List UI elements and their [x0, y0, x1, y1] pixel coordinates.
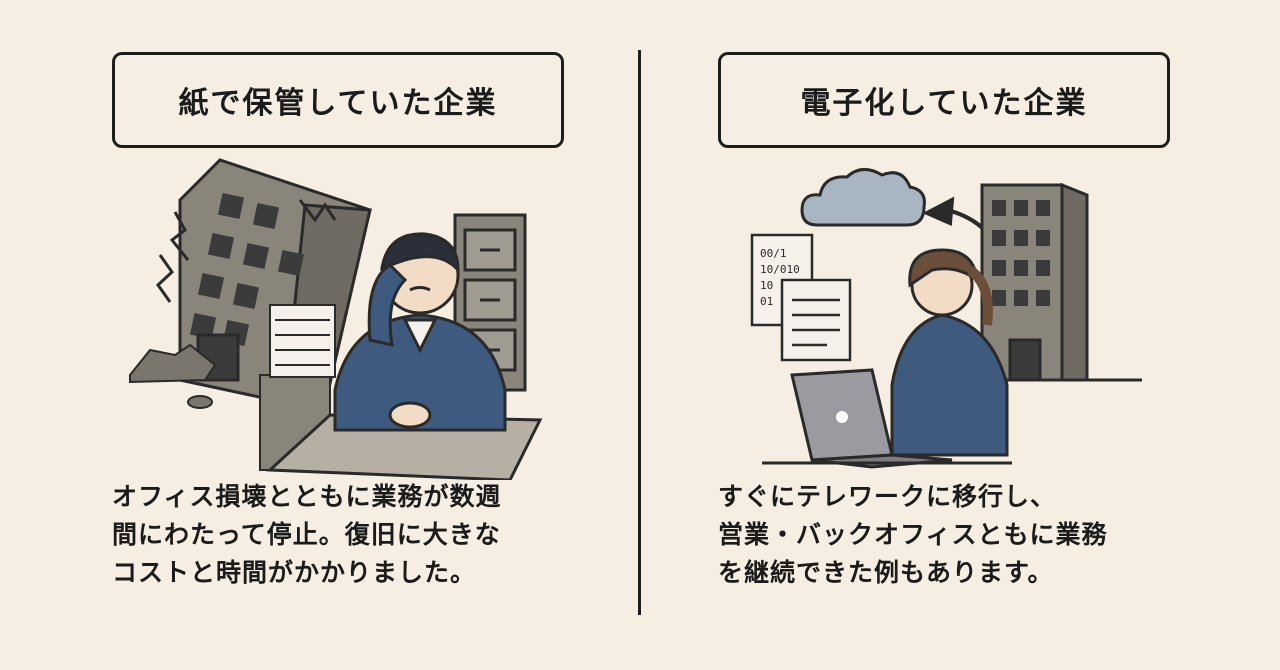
- description-line: 営業・バックオフィスともに業務: [718, 520, 1108, 549]
- remote-work-illustration: 00/1 10/010 10 01: [750, 168, 1142, 469]
- cloud-icon: [800, 168, 926, 227]
- paper-storage-description: オフィス損壊とともに業務が数週 間にわたって停止。復旧に大きな コストと時間がか…: [112, 478, 592, 592]
- shake-lines-icon: [156, 211, 190, 303]
- description-line: すぐにテレワークに移行し、: [718, 482, 1057, 511]
- center-divider: [638, 50, 641, 615]
- laptop-icon: [762, 368, 1012, 469]
- digitized-title: 電子化していた企業: [718, 52, 1170, 148]
- damaged-office-illustration: [129, 158, 543, 480]
- description-line: 間にわたって停止。復旧に大きな: [112, 520, 501, 549]
- doc-line: 10: [760, 279, 773, 292]
- doc-line: 10/010: [760, 263, 800, 276]
- remote-worker-icon: [890, 248, 1009, 457]
- digital-document-icon: 00/1 10/010 10 01: [750, 233, 852, 362]
- worried-worker-icon: [333, 232, 507, 432]
- rubble-icon: [129, 343, 217, 409]
- office-building-icon: [942, 182, 1142, 382]
- paper-storage-title: 紙で保管していた企業: [112, 52, 564, 148]
- description-line: コストと時間がかかりました。: [112, 558, 477, 587]
- digitized-description: すぐにテレワークに移行し、 営業・バックオフィスともに業務 を継続できた例もあり…: [718, 478, 1238, 592]
- description-line: を継続できた例もあります。: [718, 558, 1054, 587]
- doc-line: 00/1: [760, 247, 787, 260]
- paper-storage-panel: 紙で保管していた企業: [112, 52, 592, 592]
- doc-line: 01: [760, 295, 773, 308]
- description-line: オフィス損壊とともに業務が数週: [112, 482, 502, 511]
- digitized-panel: 電子化していた企業 00/1 10/010 10: [642, 0, 1280, 670]
